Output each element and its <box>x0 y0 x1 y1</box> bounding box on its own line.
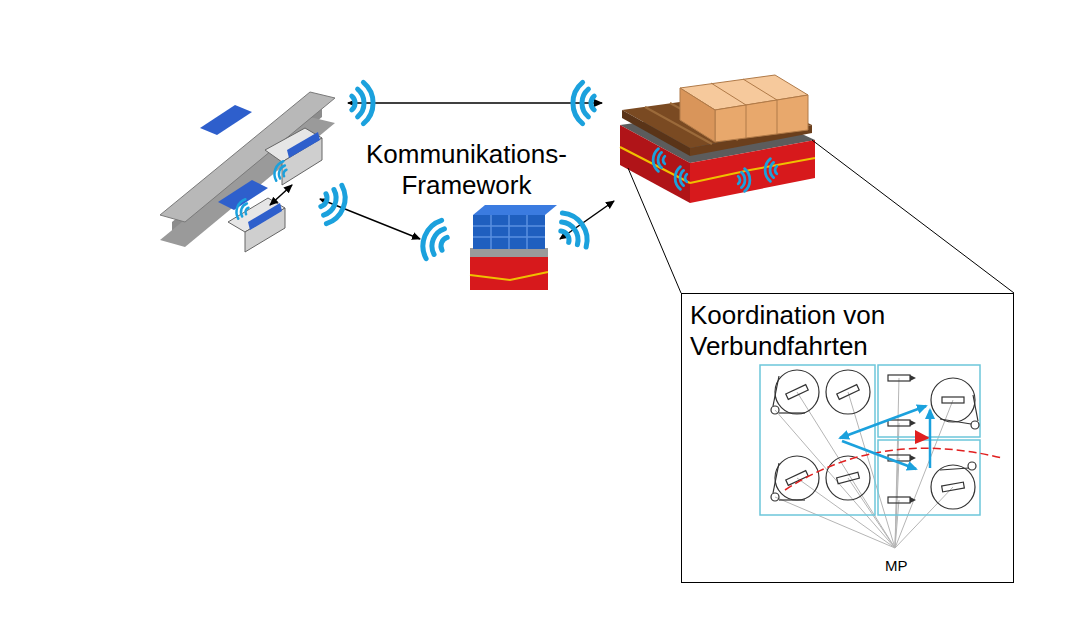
cloud-region: Kommunikations- Framework <box>80 18 1020 318</box>
region-title: Kommunikations- Framework <box>366 139 567 201</box>
formation-schematic <box>760 365 1002 548</box>
pallet-robots <box>620 75 815 203</box>
point-label: MP <box>885 557 908 574</box>
beam-transport <box>160 92 335 252</box>
inset-ground <box>681 293 1014 583</box>
communication-links <box>316 82 614 263</box>
leader-line <box>628 168 681 293</box>
crate-robot <box>470 205 557 290</box>
leader-line <box>812 140 1014 293</box>
inset-title: Koordination von Verbundfahrten <box>690 300 920 362</box>
inset-box: Koordination von Verbundfahrten <box>681 293 1014 583</box>
